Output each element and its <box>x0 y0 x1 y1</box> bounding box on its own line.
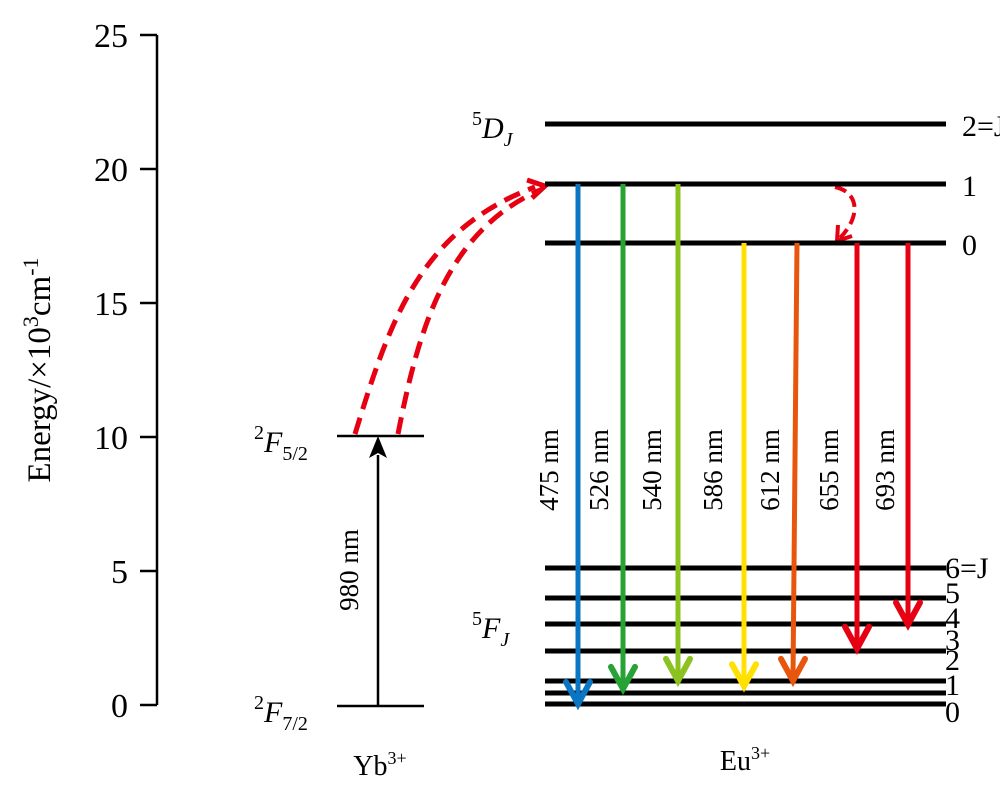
energy-transfer <box>352 177 857 435</box>
axis-tick-label: 10 <box>94 420 128 457</box>
emission-arrowhead-icon <box>608 663 638 696</box>
emission-wavelength-label: 586 nm <box>698 429 728 511</box>
emission-wavelength-label: 612 nm <box>755 429 785 511</box>
axis-tick-label: 20 <box>94 152 128 189</box>
emission-transition: 693 nm <box>870 243 923 631</box>
pump-arrowhead-icon <box>369 436 387 458</box>
eu-d-level-label: 0 <box>962 229 977 262</box>
emission-arrowhead-icon <box>729 661 759 693</box>
transfer-path-1 <box>352 184 536 435</box>
emission-wavelength-label: 655 nm <box>814 429 844 511</box>
eu-f-level-label: 3 <box>945 624 960 657</box>
yb-levels: 2F5/2 2F7/2 980 nm Yb3+ <box>254 422 424 782</box>
emission-transition: 526 nm <box>584 184 638 696</box>
axis-tick-label: 0 <box>111 688 128 725</box>
eu-d-level-label: 2=J <box>962 110 1000 143</box>
emission-wavelength-label: 475 nm <box>534 429 564 511</box>
emission-arrow <box>790 242 800 677</box>
eu-f-level-label: 4 <box>945 602 960 635</box>
energy-axis: 0 5 10 15 20 25 Energy/×103cm-1 <box>18 18 159 725</box>
eu-ion-label: Eu3+ <box>720 743 770 777</box>
emission-transition: 540 nm <box>637 184 693 688</box>
emission-transition: 655 nm <box>814 243 872 655</box>
axis-tick-label: 5 <box>111 554 128 591</box>
axis-tick-label: 25 <box>94 18 128 55</box>
emission-transition: 475 nm <box>534 184 593 711</box>
emission-arrowhead-icon <box>663 655 693 688</box>
yb-f72-label: 2F7/2 <box>254 692 308 735</box>
emission-arrowhead-icon <box>778 655 808 688</box>
yb-ion-label: Yb3+ <box>353 748 406 782</box>
yb-f52-label: 2F5/2 <box>254 422 308 465</box>
transfer-path-2 <box>395 187 542 435</box>
eu-d-level-label: 1 <box>962 170 977 203</box>
emission-arrowhead-icon <box>893 599 923 631</box>
relaxation-path <box>834 185 857 240</box>
pump-label: 980 nm <box>334 529 364 611</box>
emission-wavelength-label: 526 nm <box>584 429 614 511</box>
axis-title: Energy/×103cm-1 <box>18 257 58 482</box>
emission-arrowhead-icon <box>842 623 872 655</box>
emission-wavelength-label: 540 nm <box>637 429 667 511</box>
eu-f-term-label: 5FJ <box>472 608 510 651</box>
emission-transition: 612 nm <box>755 242 808 688</box>
emission-arrowhead-icon <box>563 679 593 711</box>
eu-f-level-label: 2 <box>945 644 960 677</box>
eu-d-term-label: 5DJ <box>472 108 514 151</box>
emission-transition: 586 nm <box>698 243 759 693</box>
emission-wavelength-label: 693 nm <box>870 429 900 511</box>
eu-f-level-label: 6=J <box>945 552 989 585</box>
eu-f-level-label: 1 <box>945 669 960 702</box>
eu-f-level-label: 0 <box>945 696 960 729</box>
axis-tick-label: 15 <box>94 286 128 323</box>
eu-f-level-label: 5 <box>945 577 960 610</box>
